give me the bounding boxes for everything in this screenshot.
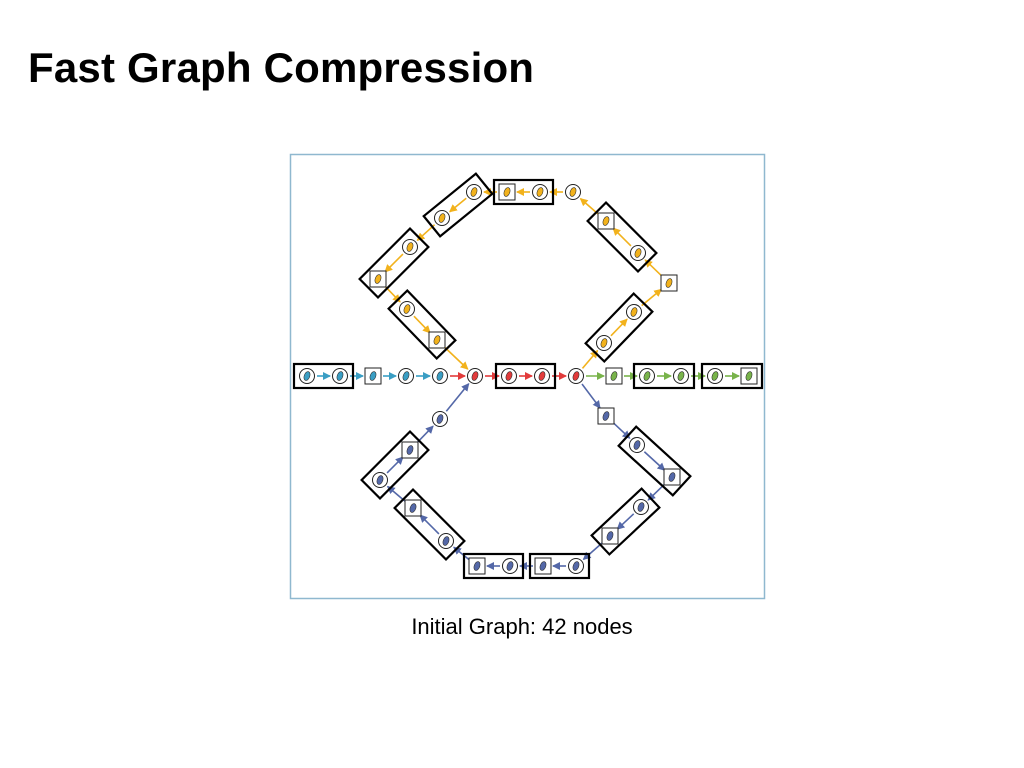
graph-node [673,368,689,384]
compressed-group-box [617,425,692,497]
graph-node [633,499,649,515]
graph-node [597,212,615,230]
graph-edge [419,514,440,535]
graph-node [568,558,584,574]
compressed-group-box [584,292,654,363]
compressed-group-box [494,362,557,390]
compressed-group-box [358,227,430,299]
compressed-group-box [590,487,661,556]
graph-node [663,468,681,486]
compressed-group-box [360,430,430,500]
graph-node [467,368,483,384]
graph-node [501,368,517,384]
compressed-group-box [393,488,466,561]
graph-node [565,184,581,200]
compressed-group-box [700,362,764,390]
graph-node [534,557,552,575]
graph-node [434,210,450,226]
graph-node [639,368,655,384]
compressed-group-box [387,289,457,360]
graph-edge [384,253,404,273]
graph-node [466,184,482,200]
graph-edge [413,315,431,334]
graph-node [596,335,612,351]
graph-edge [643,451,666,471]
graph-node [401,441,419,459]
compressed-group-box [632,362,696,390]
graph-node [630,245,646,261]
graph-edge [616,513,635,530]
graph-node [532,184,548,200]
compressed-group-box [586,201,658,273]
compressed-group-box [528,552,591,580]
graph-node [402,239,418,255]
graph-node [626,304,642,320]
graph-edge [443,346,469,370]
graph-node [468,557,486,575]
graph-edge [612,227,632,247]
graph-node [299,368,315,384]
graph-node [364,367,382,385]
graph-node [740,367,758,385]
graph-node [498,183,516,201]
compressed-group-box [462,552,525,580]
graph-node [432,411,448,427]
graph-node [707,368,723,384]
graph-edge [386,456,404,474]
graph-node [568,368,584,384]
graph-node [597,407,615,425]
graph-node [332,368,348,384]
graph-edge [448,197,467,213]
compressed-group-boxes [292,172,764,580]
graph-node [534,368,550,384]
diagram-caption: Initial Graph: 42 nodes [411,614,633,639]
graph-edge [610,318,628,337]
graph-edges [317,188,740,570]
graph-node [438,533,454,549]
graph-node [428,331,446,349]
graph-node [502,558,518,574]
graph-nodes [299,183,758,575]
slide-title: Fast Graph Compression [28,44,535,91]
graph-node [629,437,645,453]
graph-edge [445,382,470,412]
graph-edge [641,288,663,307]
graph-node [404,499,422,517]
graph-node [601,527,619,545]
compressed-group-box [292,362,355,390]
graph-node [399,301,415,317]
graph-node [372,472,388,488]
graph-edge [581,383,601,409]
graph-node [432,368,448,384]
graph-node [605,367,623,385]
compressed-group-box [422,172,494,238]
compressed-group-box [492,178,555,206]
graph-node [398,368,414,384]
graph-edge [582,542,604,561]
graph-node [660,274,678,292]
graph-node [369,270,387,288]
